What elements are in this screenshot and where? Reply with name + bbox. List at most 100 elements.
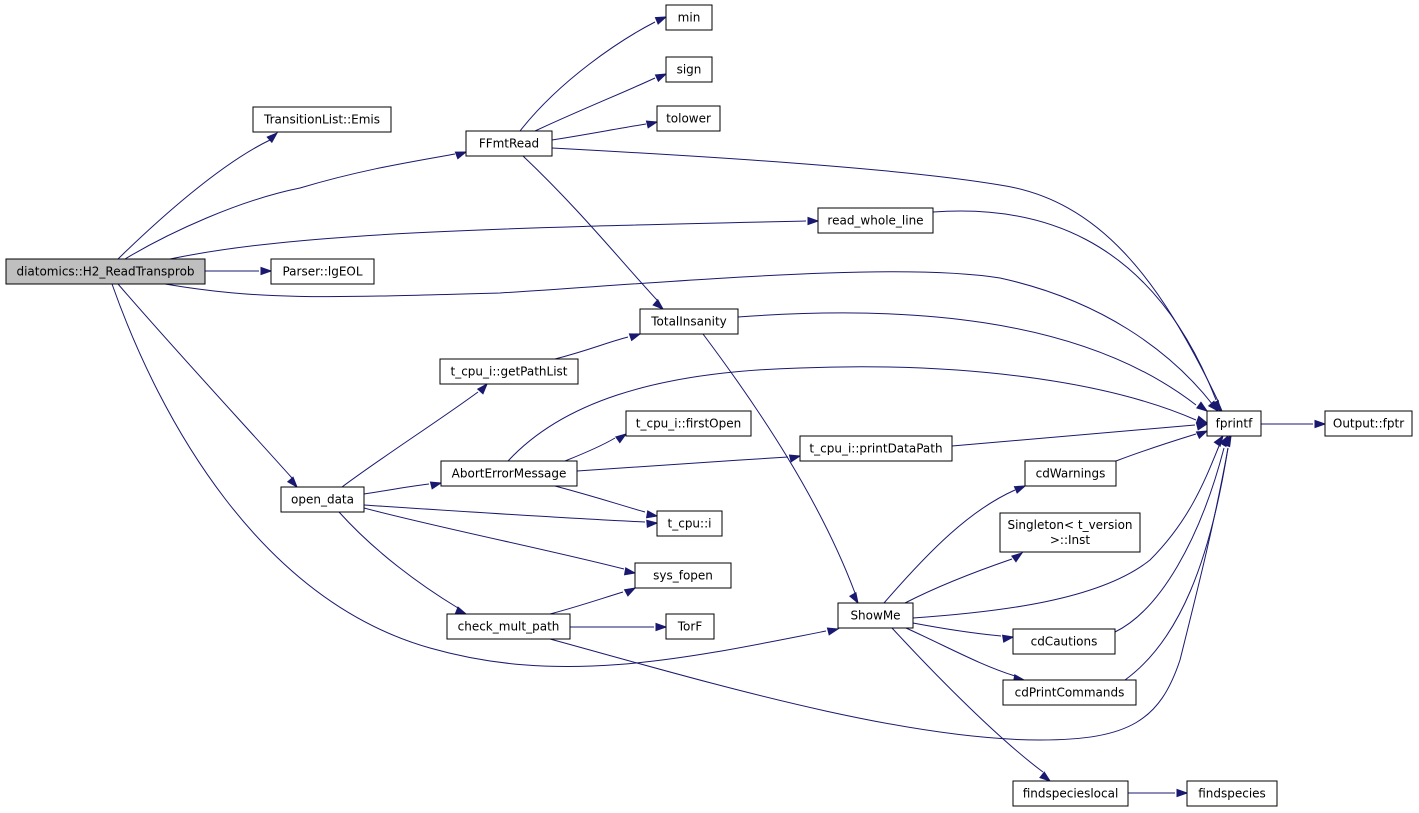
edge-showme-to-cdw	[883, 485, 1027, 604]
node-label: AbortErrorMessage	[452, 467, 567, 481]
edge-line	[111, 283, 827, 667]
node-singleton[interactable]: Singleton< t_version>::Inst	[999, 512, 1141, 553]
node-min[interactable]: min	[665, 4, 713, 31]
node-cdpc[interactable]: cdPrintCommands	[1002, 679, 1137, 706]
edge-ti-to-fprintf	[737, 312, 1209, 412]
node-box	[1012, 780, 1129, 807]
node-cdw[interactable]: cdWarnings	[1024, 460, 1117, 487]
edge-line	[904, 558, 1013, 604]
node-sign[interactable]: sign	[665, 56, 713, 83]
edge-ffmt-to-tolower	[551, 120, 659, 141]
node-fsl[interactable]: findspecieslocal	[1012, 780, 1129, 807]
node-fprintf[interactable]: fprintf	[1206, 410, 1262, 437]
node-aem[interactable]: AbortErrorMessage	[440, 460, 578, 487]
edge-aem-to-tcpui	[554, 485, 659, 519]
arrowhead	[1176, 788, 1189, 798]
node-ti[interactable]: TotalInsanity	[639, 308, 739, 335]
node-od[interactable]: open_data	[280, 486, 365, 513]
node-fptr[interactable]: Output::fptr	[1324, 410, 1413, 437]
arrowhead	[1222, 434, 1232, 448]
node-cmp[interactable]: check_mult_path	[446, 613, 571, 640]
node-box	[665, 613, 715, 640]
edge-line	[932, 210, 1217, 401]
edge-line	[551, 123, 647, 141]
node-label: t_cpu_i::printDataPath	[809, 442, 942, 456]
edge-line	[169, 220, 807, 260]
arrowhead	[654, 73, 668, 83]
node-label: findspecieslocal	[1023, 787, 1119, 801]
node-box	[656, 105, 721, 132]
node-box	[5, 258, 206, 285]
node-label: sys_fopen	[653, 569, 713, 583]
node-pdp[interactable]: t_cpu_i::printDataPath	[799, 435, 953, 462]
edge-cmp-to-sysf	[549, 587, 637, 615]
node-box	[817, 207, 934, 234]
node-box	[1012, 628, 1116, 655]
edge-root-to-rwl	[169, 216, 820, 260]
node-label: open_data	[291, 493, 354, 507]
node-label: min	[678, 11, 701, 25]
node-fs[interactable]: findspecies	[1186, 780, 1278, 807]
arrowhead	[645, 120, 659, 129]
node-label: TransitionList::Emis	[263, 113, 380, 127]
arrowhead	[623, 567, 637, 576]
node-box	[665, 4, 713, 31]
arrowhead	[1011, 552, 1024, 563]
node-tcpui[interactable]: t_cpu::i	[656, 510, 723, 537]
edge-line	[363, 504, 646, 523]
edge-line	[341, 391, 479, 488]
edge-od-to-cmp	[338, 511, 468, 615]
arrowhead	[454, 606, 468, 615]
node-sysf[interactable]: sys_fopen	[634, 562, 732, 589]
node-box	[799, 435, 953, 462]
edge-root-to-fprintf	[164, 271, 1220, 413]
edge-line	[363, 507, 625, 570]
node-box	[1024, 460, 1117, 487]
node-box	[252, 106, 392, 133]
edge-cdpc-to-fprintf	[1124, 434, 1232, 681]
node-cdc[interactable]: cdCautions	[1012, 628, 1116, 655]
node-root[interactable]: diatomics::H2_ReadTransprob	[5, 258, 206, 285]
node-emis[interactable]: TransitionList::Emis	[252, 106, 392, 133]
edge-line	[1115, 433, 1197, 462]
arrowhead	[848, 591, 859, 605]
node-ffmt[interactable]: FFmtRead	[465, 130, 553, 157]
edge-line	[1124, 447, 1229, 681]
edge-line	[549, 447, 1229, 741]
edge-aem-to-pdp	[576, 454, 802, 472]
edge-line	[1114, 447, 1225, 633]
edge-line	[905, 627, 1016, 677]
arrowhead	[1196, 401, 1209, 412]
node-box	[837, 602, 914, 629]
edge-line	[912, 622, 1002, 637]
edge-root-to-ffmt	[124, 151, 468, 260]
arrowhead	[266, 131, 279, 144]
node-parser[interactable]: Parser::lgEOL	[270, 258, 375, 285]
arrowhead	[476, 382, 489, 395]
node-rwl[interactable]: read_whole_line	[817, 207, 934, 234]
node-box	[999, 512, 1141, 553]
node-box	[1002, 679, 1137, 706]
edge-root-to-emis	[117, 131, 279, 260]
node-gpl[interactable]: t_cpu_i::getPathList	[439, 358, 579, 385]
node-label: TotalInsanity	[650, 315, 727, 329]
node-showme[interactable]: ShowMe	[837, 602, 914, 629]
node-label: diatomics::H2_ReadTransprob	[16, 265, 194, 279]
edge-showme-to-fsl	[891, 627, 1052, 782]
node-fopen[interactable]: t_cpu_i::firstOpen	[625, 410, 752, 437]
edge-showme-to-singleton	[904, 552, 1024, 604]
edge-ffmt-to-ti	[522, 155, 665, 310]
node-tolower[interactable]: tolower	[656, 105, 721, 132]
edge-fprintf-to-fptr	[1261, 419, 1327, 429]
node-box	[439, 358, 579, 385]
edge-line	[554, 485, 646, 513]
edge-ffmt-to-fprintf	[551, 147, 1221, 413]
edge-line	[117, 139, 271, 260]
arrowhead	[1195, 415, 1209, 424]
arrowhead	[807, 216, 820, 226]
arrowhead	[655, 622, 668, 632]
node-torf[interactable]: TorF	[665, 613, 715, 640]
node-label: cdPrintCommands	[1015, 686, 1125, 700]
edge-line	[164, 271, 1214, 406]
arrowhead	[645, 510, 659, 519]
